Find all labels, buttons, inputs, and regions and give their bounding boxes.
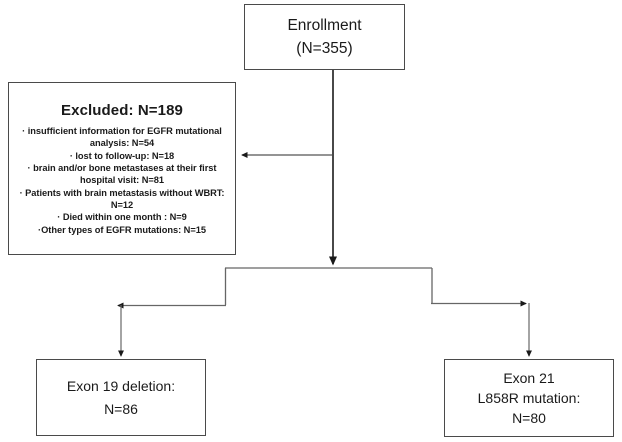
excluded-bullet: · brain and/or bone metastases at their … bbox=[27, 162, 217, 173]
excluded-bullet: ·Other types of EGFR mutations: N=15 bbox=[38, 224, 206, 235]
excluded-bullet: · insufficient information for EGFR muta… bbox=[22, 125, 222, 136]
node-exon19-deletion: Exon 19 deletion: N=86 bbox=[36, 359, 206, 436]
excluded-bullet: · Died within one month : N=9 bbox=[57, 212, 187, 223]
node-exon21-l858r: Exon 21 L858R mutation: N=80 bbox=[444, 359, 614, 437]
enrollment-count: (N=355) bbox=[296, 40, 353, 57]
exon21-label-line2: L858R mutation: bbox=[477, 389, 581, 406]
excluded-bullet: analysis: N=54 bbox=[89, 138, 155, 149]
excluded-bullet: · lost to follow-up: N=18 bbox=[69, 150, 175, 161]
exon21-count: N=80 bbox=[512, 410, 546, 427]
exon19-label: Exon 19 deletion: bbox=[66, 378, 176, 395]
excluded-bullet: hospital visit: N=81 bbox=[80, 175, 164, 186]
node-excluded: Excluded: N=189 · insufficient informati… bbox=[8, 82, 236, 255]
enrollment-label: Enrollment bbox=[287, 16, 362, 34]
node-enrollment: Enrollment (N=355) bbox=[244, 4, 405, 70]
excluded-bullet: · Patients with brain metastasis without… bbox=[19, 187, 225, 198]
exon19-count: N=86 bbox=[104, 400, 138, 417]
exon21-label-line1: Exon 21 bbox=[503, 369, 555, 386]
excluded-bullet: N=12 bbox=[110, 200, 134, 210]
excluded-title: Excluded: N=189 bbox=[61, 101, 183, 119]
